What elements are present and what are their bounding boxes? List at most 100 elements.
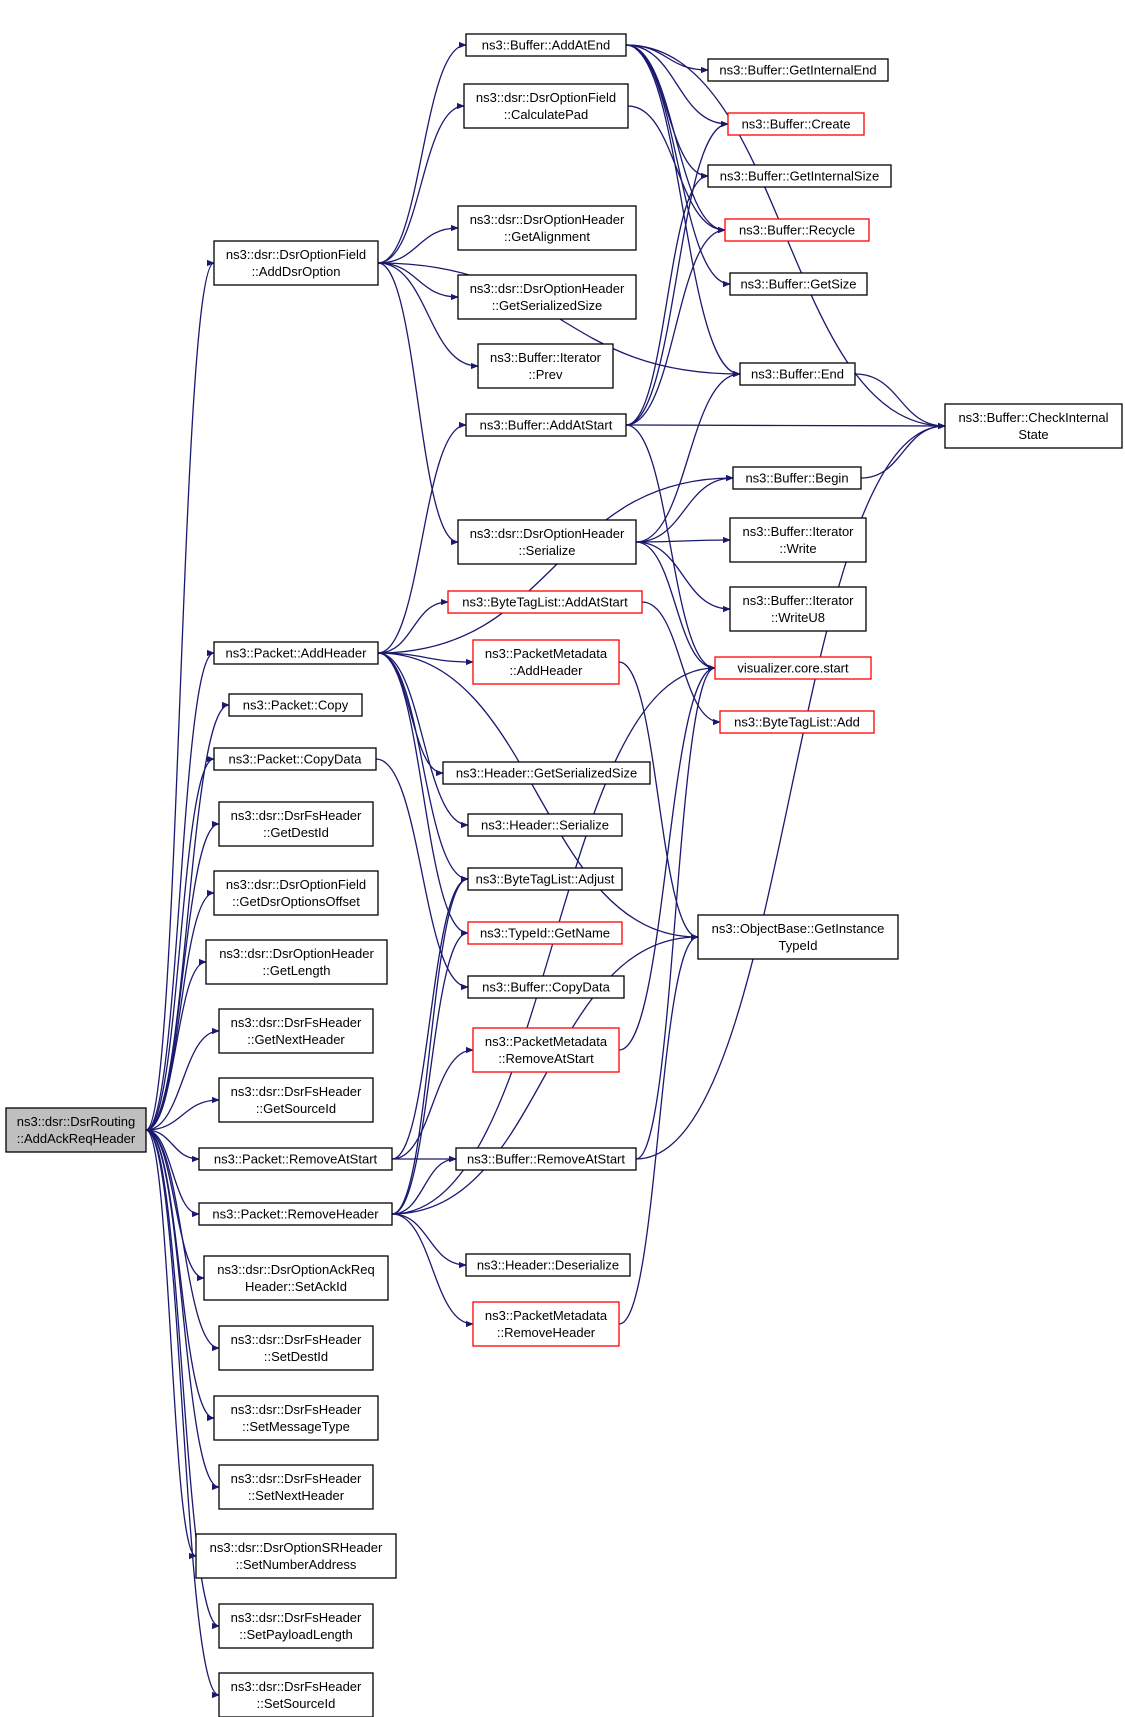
node-pktRemoveHeader[interactable]: ns3::Packet::RemoveHeader <box>198 1202 393 1226</box>
node-addDsrOption[interactable]: ns3::dsr::DsrOptionField::AddDsrOption <box>213 240 379 286</box>
node-hdrDeserialize[interactable]: ns3::Header::Deserialize <box>465 1253 631 1277</box>
node-iterWriteU8[interactable]: ns3::Buffer::Iterator::WriteU8 <box>729 586 867 632</box>
node-pmAddHeader[interactable]: ns3::PacketMetadata::AddHeader <box>472 639 620 685</box>
node-label-iterWriteU8-1: ::WriteU8 <box>771 610 825 625</box>
node-iterWrite[interactable]: ns3::Buffer::Iterator::Write <box>729 517 867 563</box>
node-fsSetMessageType[interactable]: ns3::dsr::DsrFsHeader::SetMessageType <box>213 1395 379 1441</box>
node-btlAddAtStart[interactable]: ns3::ByteTagList::AddAtStart <box>447 590 643 614</box>
node-bufCreate[interactable]: ns3::Buffer::Create <box>727 112 865 136</box>
node-typeIdGetName[interactable]: ns3::TypeId::GetName <box>467 921 623 945</box>
node-srSetNumberAddress[interactable]: ns3::dsr::DsrOptionSRHeader::SetNumberAd… <box>195 1533 397 1579</box>
node-label-pmRemoveHeader-0: ns3::PacketMetadata <box>485 1308 608 1323</box>
node-hdrGetSerializedSize[interactable]: ns3::Header::GetSerializedSize <box>442 761 651 785</box>
node-getDsrOptionsOffset[interactable]: ns3::dsr::DsrOptionField::GetDsrOptionsO… <box>213 870 379 916</box>
edge-btlAddAtStart-to-btlAdd <box>641 601 721 726</box>
node-label-fsGetNextHeader-0: ns3::dsr::DsrFsHeader <box>231 1015 362 1030</box>
node-bufAddAtStart[interactable]: ns3::Buffer::AddAtStart <box>465 413 627 437</box>
node-pmRemoveHeader[interactable]: ns3::PacketMetadata::RemoveHeader <box>472 1301 620 1347</box>
node-getAlignment[interactable]: ns3::dsr::DsrOptionHeader::GetAlignment <box>457 205 637 251</box>
node-bufGetInternalEnd[interactable]: ns3::Buffer::GetInternalEnd <box>707 58 889 82</box>
node-label-optGetLength-1: ::GetLength <box>263 963 331 978</box>
node-bufCopyData[interactable]: ns3::Buffer::CopyData <box>467 975 625 999</box>
node-label-btlAddAtStart-0: ns3::ByteTagList::AddAtStart <box>462 595 628 610</box>
node-btlAdd[interactable]: ns3::ByteTagList::Add <box>719 710 875 734</box>
node-label-getAlignment-0: ns3::dsr::DsrOptionHeader <box>470 212 625 227</box>
edge-root-to-fsGetNextHeader <box>145 1027 220 1131</box>
node-fsSetDestId[interactable]: ns3::dsr::DsrFsHeader::SetDestId <box>218 1325 374 1371</box>
node-optGetSerializedSize[interactable]: ns3::dsr::DsrOptionHeader::GetSerialized… <box>457 274 637 320</box>
node-root[interactable]: ns3::dsr::DsrRouting::AddAckReqHeader <box>5 1107 147 1153</box>
node-hdrSerialize[interactable]: ns3::Header::Serialize <box>467 813 623 837</box>
node-calculatePad[interactable]: ns3::dsr::DsrOptionField::CalculatePad <box>463 83 629 129</box>
node-box-copyData <box>213 747 377 771</box>
node-label-fsSetNextHeader-0: ns3::dsr::DsrFsHeader <box>231 1471 362 1486</box>
node-pktRemoveAtStart[interactable]: ns3::Packet::RemoveAtStart <box>198 1147 393 1171</box>
node-bufGetInternalSize[interactable]: ns3::Buffer::GetInternalSize <box>707 164 892 188</box>
node-optSerialize[interactable]: ns3::dsr::DsrOptionHeader::Serialize <box>457 519 637 565</box>
edge-pktRemoveHeader-to-bufRemoveAtStart <box>391 1155 457 1215</box>
edge-root-to-pktRemoveHeader <box>145 1129 200 1218</box>
node-label-setAckId-1: Header::SetAckId <box>245 1279 347 1294</box>
node-pmRemoveAtStart[interactable]: ns3::PacketMetadata::RemoveAtStart <box>472 1027 620 1073</box>
node-label-typeIdGetName-0: ns3::TypeId::GetName <box>480 926 610 941</box>
node-fsSetNextHeader[interactable]: ns3::dsr::DsrFsHeader::SetNextHeader <box>218 1464 374 1510</box>
node-copy[interactable]: ns3::Packet::Copy <box>228 693 363 717</box>
node-label-iterPrev-1: ::Prev <box>529 367 563 382</box>
node-label-optSerialize-0: ns3::dsr::DsrOptionHeader <box>470 526 625 541</box>
node-label-fsGetNextHeader-1: ::GetNextHeader <box>247 1032 345 1047</box>
node-bufEnd[interactable]: ns3::Buffer::End <box>739 362 856 386</box>
node-bufGetSize[interactable]: ns3::Buffer::GetSize <box>729 272 868 296</box>
node-label-hdrSerialize-0: ns3::Header::Serialize <box>481 818 609 833</box>
node-optGetLength[interactable]: ns3::dsr::DsrOptionHeader::GetLength <box>205 939 388 985</box>
edge-root-to-addDsrOption <box>145 259 215 1131</box>
node-copyData[interactable]: ns3::Packet::CopyData <box>213 747 377 771</box>
edge-bufAddAtEnd-to-bufGetSize <box>625 44 731 288</box>
node-label-fsGetSourceId-1: ::GetSourceId <box>256 1101 336 1116</box>
node-label-optGetSerializedSize-0: ns3::dsr::DsrOptionHeader <box>470 281 625 296</box>
node-addHeader[interactable]: ns3::Packet::AddHeader <box>213 641 379 665</box>
node-box-iterWriteU8 <box>729 586 867 632</box>
edge-addHeader-to-getInstanceTypeId <box>377 652 699 941</box>
node-label-fsGetDestId-0: ns3::dsr::DsrFsHeader <box>231 808 362 823</box>
node-fsGetNextHeader[interactable]: ns3::dsr::DsrFsHeader::GetNextHeader <box>218 1008 374 1054</box>
edge-bufAddAtStart-to-vizStart <box>625 424 716 672</box>
node-box-fsSetMessageType <box>213 1395 379 1441</box>
node-box-bufEnd <box>739 362 856 386</box>
node-label-btlAdjust-0: ns3::ByteTagList::Adjust <box>476 872 615 887</box>
node-box-bufAddAtStart <box>465 413 627 437</box>
node-iterPrev[interactable]: ns3::Buffer::Iterator::Prev <box>477 343 614 389</box>
node-fsGetDestId[interactable]: ns3::dsr::DsrFsHeader::GetDestId <box>218 801 374 847</box>
edge-addHeader-to-typeIdGetName <box>377 652 469 937</box>
node-box-iterWrite <box>729 517 867 563</box>
node-fsSetSourceId[interactable]: ns3::dsr::DsrFsHeader::SetSourceId <box>218 1672 374 1717</box>
edge-addHeader-to-btlAddAtStart <box>377 598 449 654</box>
edge-addDsrOption-to-optSerialize <box>377 262 459 546</box>
edge-root-to-fsSetSourceId <box>145 1129 220 1699</box>
node-label-root-1: ::AddAckReqHeader <box>17 1131 136 1146</box>
edge-root-to-copyData <box>145 755 215 1131</box>
node-label-fsSetMessageType-0: ns3::dsr::DsrFsHeader <box>231 1402 362 1417</box>
edge-addHeader-to-bufBegin <box>377 474 734 654</box>
edge-addHeader-to-bufAddAtStart <box>377 421 467 654</box>
node-fsSetPayloadLength[interactable]: ns3::dsr::DsrFsHeader::SetPayloadLength <box>218 1603 374 1649</box>
node-box-bufGetSize <box>729 272 868 296</box>
node-label-fsSetSourceId-0: ns3::dsr::DsrFsHeader <box>231 1679 362 1694</box>
edge-root-to-fsGetSourceId <box>145 1096 220 1131</box>
node-bufRecycle[interactable]: ns3::Buffer::Recycle <box>724 218 870 242</box>
node-vizStart[interactable]: visualizer.core.start <box>714 656 872 680</box>
node-box-getDsrOptionsOffset <box>213 870 379 916</box>
edge-root-to-srSetNumberAddress <box>145 1129 197 1560</box>
node-bufBegin[interactable]: ns3::Buffer::Begin <box>732 466 862 490</box>
node-fsGetSourceId[interactable]: ns3::dsr::DsrFsHeader::GetSourceId <box>218 1077 374 1123</box>
node-btlAdjust[interactable]: ns3::ByteTagList::Adjust <box>467 867 623 891</box>
node-box-getInstanceTypeId <box>697 914 899 960</box>
edge-addDsrOption-to-bufAddAtEnd <box>377 41 467 264</box>
node-box-copy <box>228 693 363 717</box>
node-setAckId[interactable]: ns3::dsr::DsrOptionAckReqHeader::SetAckI… <box>203 1255 389 1301</box>
node-bufAddAtEnd[interactable]: ns3::Buffer::AddAtEnd <box>465 33 627 57</box>
node-box-optGetSerializedSize <box>457 274 637 320</box>
node-label-vizStart-0: visualizer.core.start <box>737 661 849 676</box>
node-bufRemoveAtStart[interactable]: ns3::Buffer::RemoveAtStart <box>455 1147 637 1171</box>
